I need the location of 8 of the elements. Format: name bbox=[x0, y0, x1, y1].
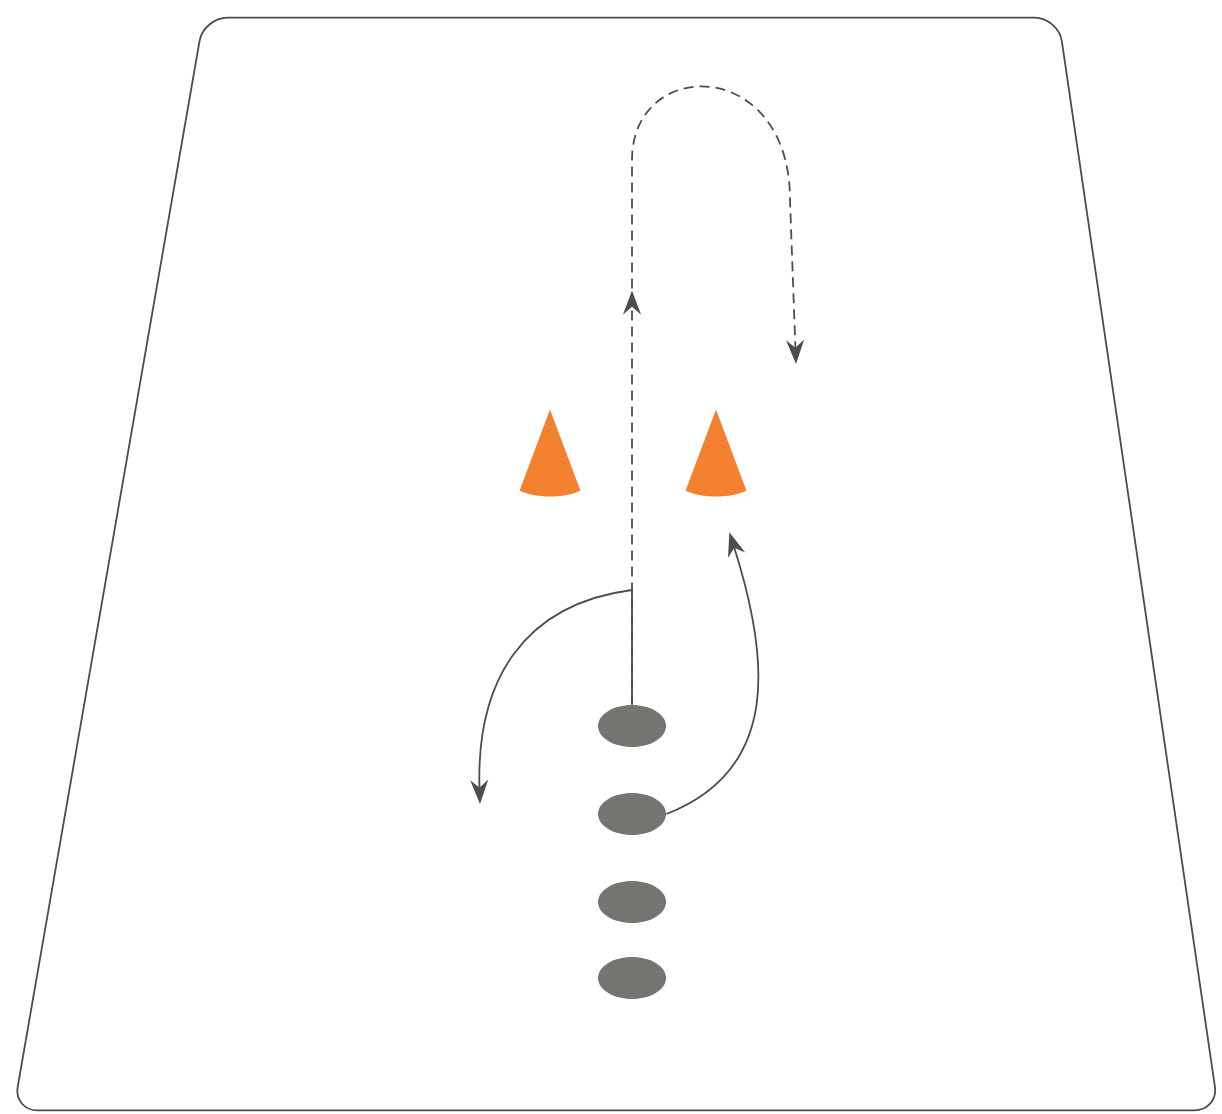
arrow bbox=[622, 86, 805, 706]
player-marker bbox=[598, 705, 666, 747]
player-marker bbox=[598, 881, 666, 923]
cone-icon bbox=[685, 409, 747, 497]
field-outline bbox=[16, 16, 1217, 1112]
cone-icon bbox=[519, 409, 581, 497]
player-marker bbox=[598, 793, 666, 835]
player-marker bbox=[598, 957, 666, 999]
